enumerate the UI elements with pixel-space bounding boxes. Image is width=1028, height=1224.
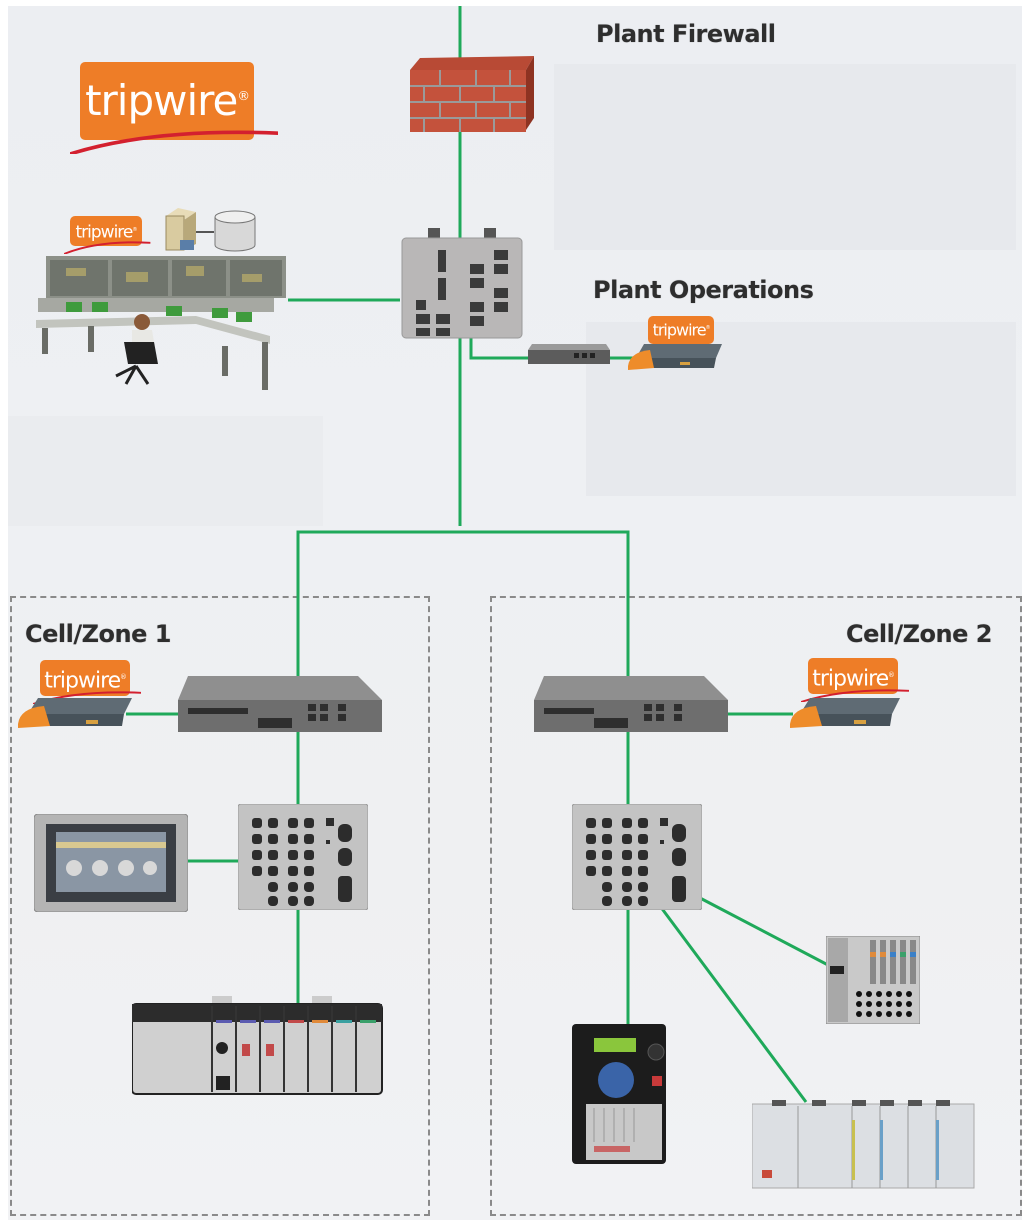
cell-zone-1-label: Cell/Zone 1 [25, 620, 171, 648]
plant-firewall-label: Plant Firewall [596, 20, 776, 48]
registered-mark: ® [132, 227, 137, 233]
tripwire-logo-ops: tripwire® [648, 316, 714, 344]
ops-router-icon [528, 344, 610, 364]
registered-mark: ® [120, 673, 127, 681]
tripwire-logo-text: tripwire® [44, 668, 127, 694]
registered-mark: ® [705, 326, 711, 331]
server-icon [165, 208, 196, 251]
tripwire-logo-z1: tripwire® [32, 660, 141, 704]
swoosh-icon [64, 241, 151, 254]
tripwire-logo-z2: tripwire® [800, 658, 909, 702]
z1-hmi-icon [34, 814, 188, 912]
z2-router-icon [534, 676, 728, 732]
tripwire-logo-control-room: tripwire® [64, 216, 151, 254]
firewall-icon [410, 56, 534, 132]
z1-router-icon [178, 676, 382, 732]
z2-drive-icon [572, 1024, 666, 1164]
z2-plc-icon [752, 1100, 975, 1189]
z2-io-module-icon [826, 936, 920, 1024]
cell-zone-2-boundary [490, 596, 1022, 1216]
cell-zone-2-label: Cell/Zone 2 [846, 620, 992, 648]
ops-tripwire-appliance-icon [628, 344, 722, 370]
plant-firewall-panel [554, 64, 1016, 250]
tripwire-logo-main: tripwire® [69, 62, 279, 154]
registered-mark: ® [888, 671, 895, 679]
tripwire-logo-text: tripwire® [85, 76, 250, 125]
registered-mark: ® [237, 88, 250, 103]
control-room-panel [8, 416, 323, 526]
core-switch-icon [401, 228, 523, 339]
z1-plc-icon [132, 996, 383, 1095]
swoosh-icon [69, 130, 279, 154]
tripwire-logo-text: tripwire® [75, 222, 138, 243]
z2-switch-icon [572, 804, 702, 910]
control-room-icon [36, 256, 286, 390]
database-icon [214, 210, 256, 252]
z1-tripwire-appliance-icon [18, 698, 132, 728]
z1-switch-icon [238, 804, 368, 910]
tripwire-logo-text: tripwire® [652, 320, 711, 340]
z2-tripwire-appliance-icon [790, 698, 900, 728]
cell-zone-1-boundary [10, 596, 430, 1216]
tripwire-logo-text: tripwire® [812, 666, 895, 692]
plant-operations-label: Plant Operations [593, 276, 814, 304]
